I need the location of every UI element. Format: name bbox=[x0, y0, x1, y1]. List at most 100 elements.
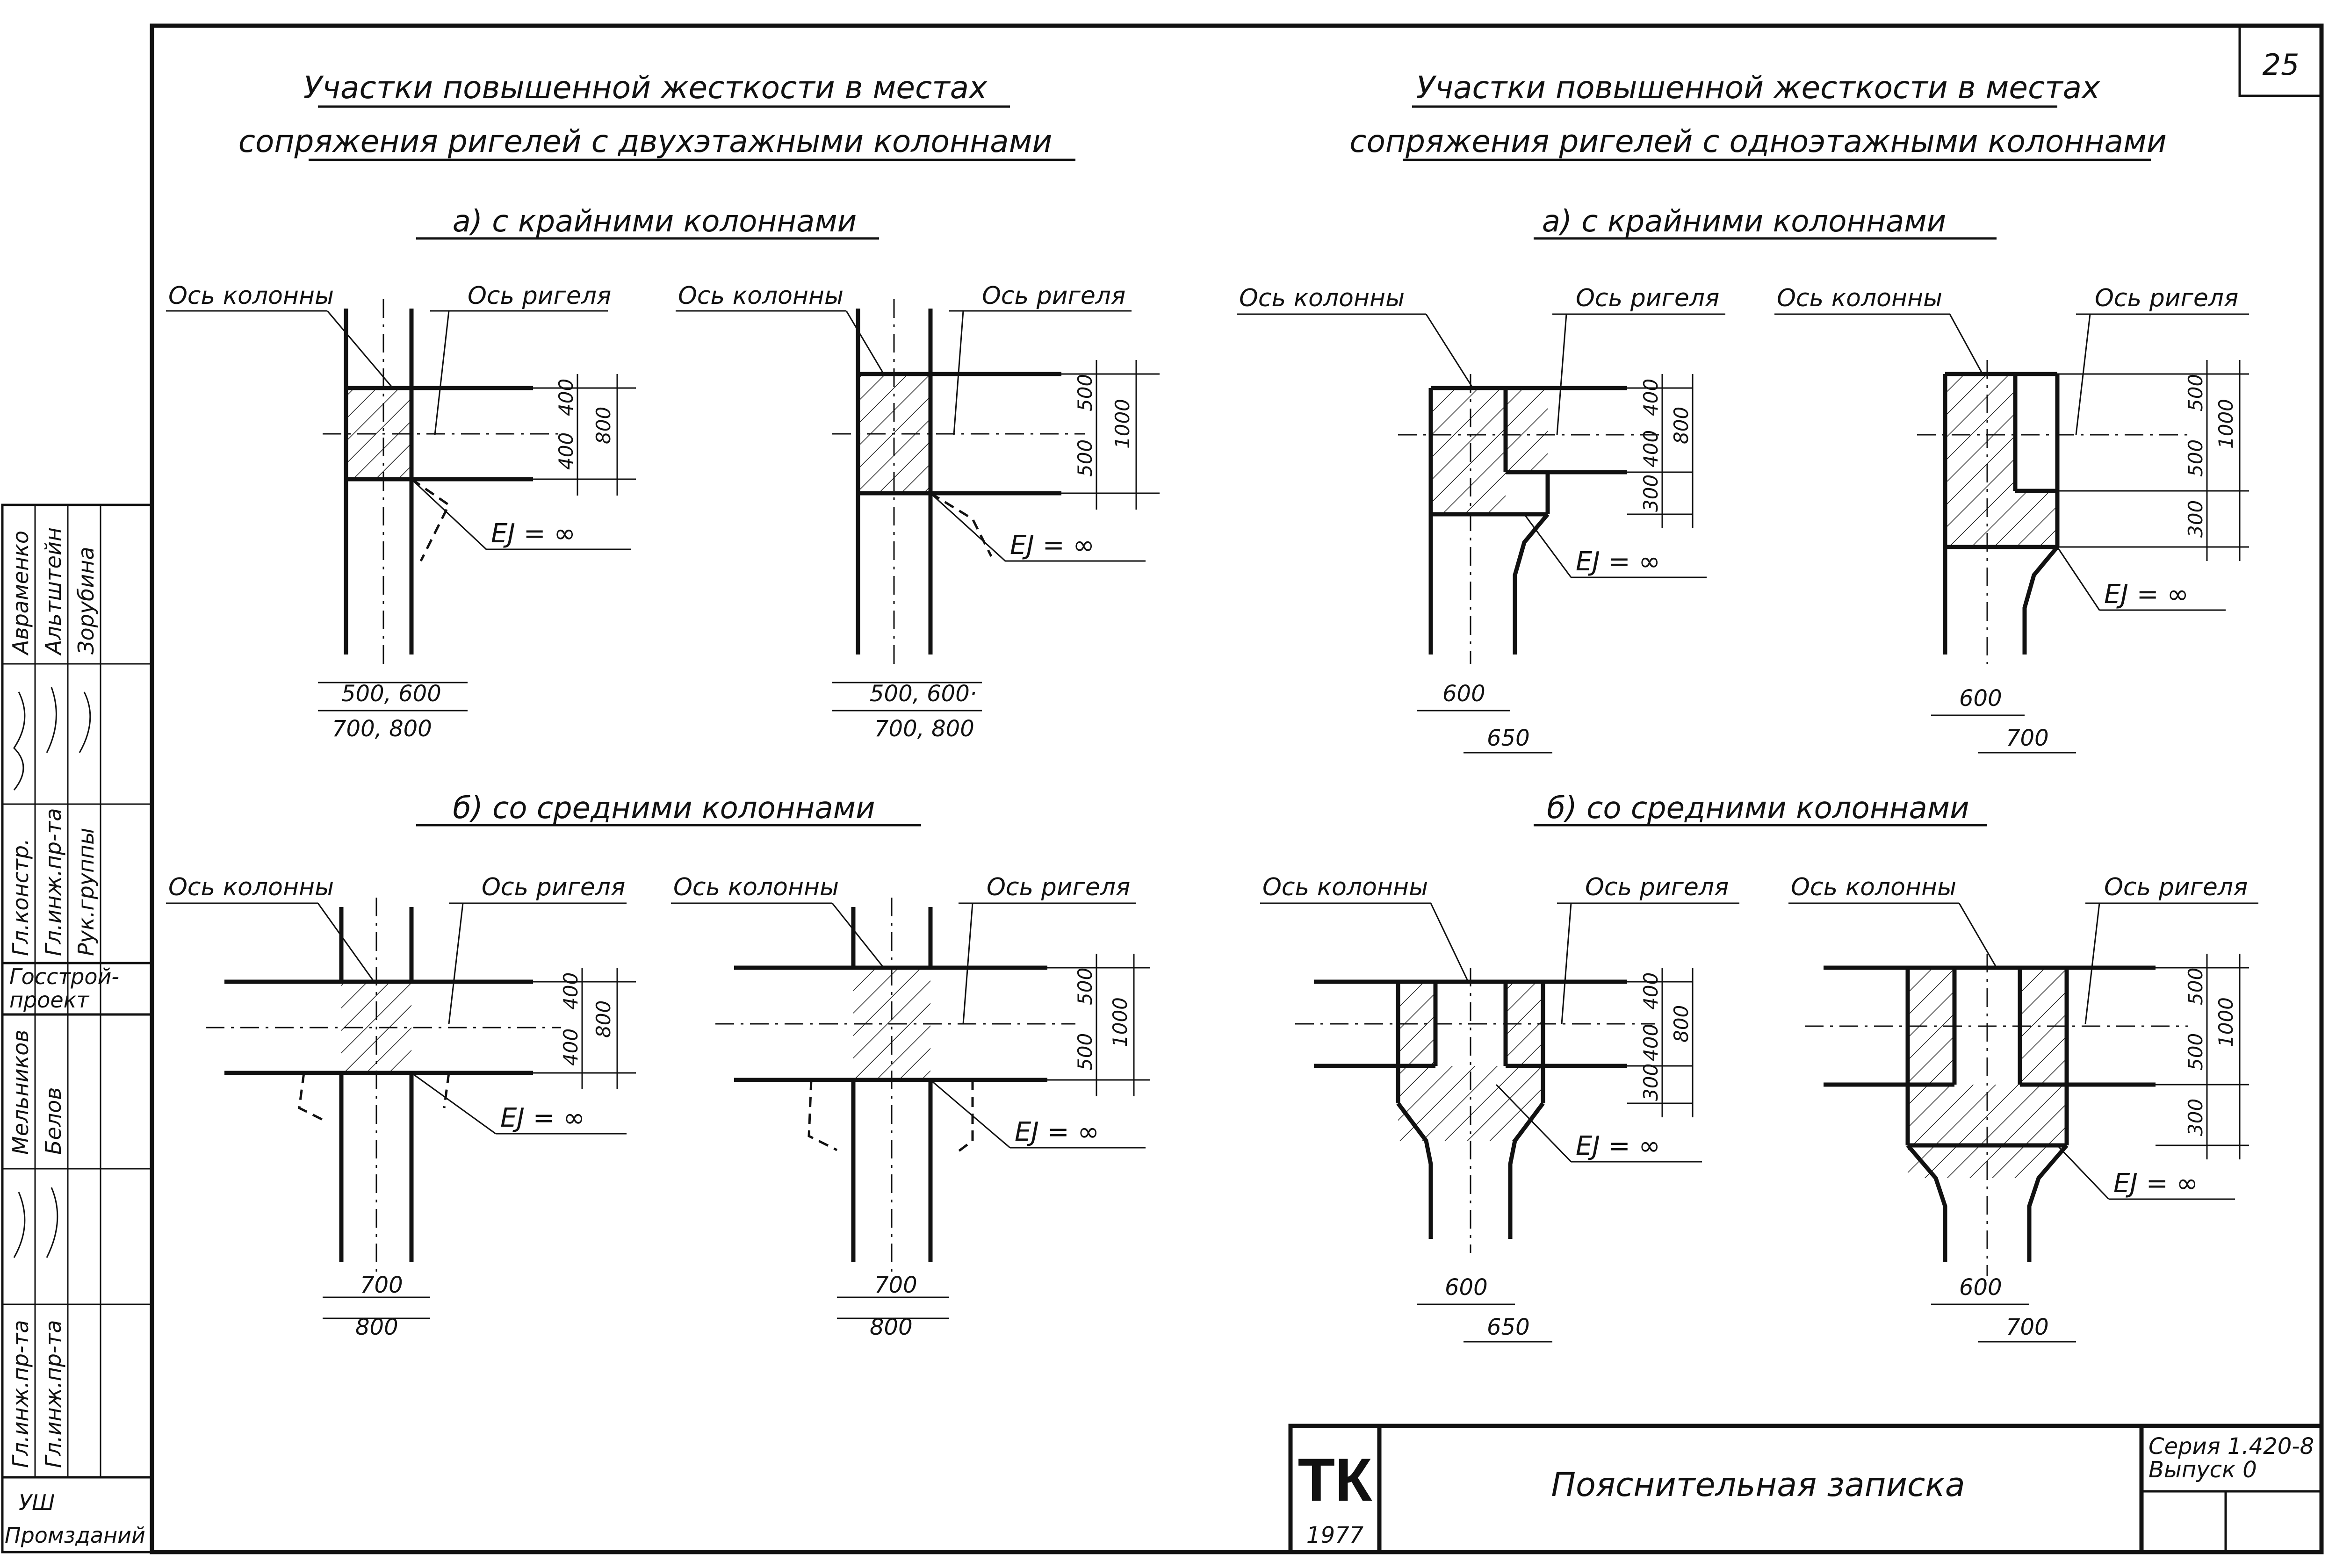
stamp-name-3: Зорубина bbox=[73, 547, 99, 655]
stamp-org-1: Госстрой- bbox=[9, 964, 119, 989]
stamp-role2-1: Гл.инж.пр-та bbox=[8, 1320, 33, 1468]
dim-1000: 1000 bbox=[2214, 997, 2237, 1047]
label-rigidity: EJ = ∞ bbox=[1576, 1131, 1660, 1161]
title-block: ТК 1977 Пояснительная записка Серия 1.42… bbox=[1288, 1424, 2324, 1554]
header-left-line1: Участки повышенной жесткости в местах bbox=[303, 70, 988, 106]
label-column-axis: Ось колонны bbox=[1791, 873, 1956, 901]
dim-1000: 1000 bbox=[2214, 399, 2237, 449]
diagram-b-left-2: Ось колонны Ось ригеля EJ = ∞ 500 500 10… bbox=[671, 873, 1150, 1340]
dim-800: 800 bbox=[1670, 1005, 1693, 1043]
label-beam-axis: Ось ригеля bbox=[2104, 873, 2248, 901]
stamp-role-1: Гл.констр. bbox=[8, 838, 33, 956]
document-title: Пояснительная записка bbox=[1551, 1466, 1965, 1504]
dim-650: 650 bbox=[1487, 1314, 1530, 1340]
dim-300: 300 bbox=[1639, 1064, 1662, 1101]
stamp-name2-2: Белов bbox=[41, 1087, 66, 1155]
stamp-name-2: Альтштейн bbox=[41, 527, 66, 656]
logo-tk: ТК bbox=[1298, 1446, 1372, 1514]
label-beam-axis: Ось ригеля bbox=[482, 873, 625, 901]
stamp-role-2: Гл.инж.пр-та bbox=[41, 808, 66, 956]
dim-800: 800 bbox=[592, 407, 615, 444]
year: 1977 bbox=[1306, 1522, 1364, 1548]
dim-600: 600 bbox=[1959, 1274, 2002, 1301]
header-right-line2: сопряжения ригелей с одноэтажными колонн… bbox=[1349, 123, 2167, 159]
dim-700: 700 bbox=[360, 1272, 403, 1298]
label-beam-axis: Ось ригеля bbox=[987, 873, 1130, 901]
dim-600: 600 bbox=[1442, 681, 1485, 707]
stamp-name-1: Авраменко bbox=[8, 531, 33, 656]
label-rigidity: EJ = ∞ bbox=[2104, 579, 2189, 610]
dim-1000: 1000 bbox=[1109, 997, 1132, 1047]
label-rigidity: EJ = ∞ bbox=[2113, 1168, 2198, 1199]
stamp-role2-2: Гл.инж.пр-та bbox=[41, 1320, 66, 1468]
label-beam-axis: Ось ригеля bbox=[2095, 284, 2238, 312]
dim-1000: 1000 bbox=[1111, 399, 1134, 449]
subhead-b-right: б) со средними колоннами bbox=[1547, 791, 1969, 826]
stamp-org-2: проект bbox=[9, 987, 90, 1013]
label-column-axis: Ось колонны bbox=[168, 873, 334, 901]
diagram-a-right-1: Ось колонны Ось ригеля EJ = ∞ 400 400 30… bbox=[1237, 284, 1725, 754]
dim-400: 400 bbox=[1639, 1024, 1662, 1061]
dim-300: 300 bbox=[1639, 475, 1662, 512]
dim-500: 500 bbox=[1074, 968, 1096, 1005]
stamp-name2-1: Мельников bbox=[8, 1029, 33, 1155]
issue: Выпуск 0 bbox=[2149, 1457, 2257, 1483]
stamp-dept-1: УШ bbox=[19, 1490, 55, 1515]
stamp-role-3: Рук.группы bbox=[73, 828, 99, 956]
dim-400: 400 bbox=[1639, 379, 1662, 416]
dim-400: 400 bbox=[555, 379, 577, 416]
dim-700: 700 bbox=[2006, 1314, 2049, 1340]
dim-width-1: 500, 600 bbox=[341, 681, 441, 707]
dim-500: 500 bbox=[1074, 374, 1096, 411]
dim-600: 600 bbox=[1959, 685, 2002, 712]
dim-width-1: 500, 600· bbox=[870, 681, 977, 707]
series: Серия 1.420-8 bbox=[2149, 1433, 2314, 1460]
label-beam-axis: Ось ригеля bbox=[982, 282, 1125, 310]
label-beam-axis: Ось ригеля bbox=[1576, 284, 1719, 312]
subhead-a-left: а) с крайними колоннами bbox=[453, 204, 857, 239]
sheet-frame bbox=[150, 23, 2324, 1554]
diagram-a-left-1: Ось колонны Ось ригеля EJ = ∞ 400 400 80… bbox=[166, 282, 636, 742]
label-rigidity: EJ = ∞ bbox=[1010, 530, 1095, 561]
dim-500: 500 bbox=[1074, 1033, 1096, 1071]
side-stamp: Авраменко Альтштейн Зорубина Гл.констр. … bbox=[1, 503, 153, 1554]
dim-500: 500 bbox=[2184, 1033, 2207, 1071]
label-beam-axis: Ось ригеля bbox=[468, 282, 611, 310]
dim-400: 400 bbox=[559, 1029, 582, 1066]
dim-800: 800 bbox=[592, 1000, 615, 1038]
dim-500: 500 bbox=[2184, 439, 2207, 477]
dim-400: 400 bbox=[1639, 430, 1662, 468]
dim-700: 700 bbox=[2006, 725, 2049, 751]
dim-650: 650 bbox=[1487, 725, 1530, 751]
dim-400: 400 bbox=[559, 972, 582, 1010]
dim-400: 400 bbox=[555, 432, 577, 470]
label-rigidity: EJ = ∞ bbox=[1015, 1117, 1099, 1147]
label-column-axis: Ось колонны bbox=[1777, 284, 1942, 312]
subhead-a-right: а) с крайними колоннами bbox=[1542, 204, 1946, 239]
header-left-line2: сопряжения ригелей с двухэтажными колонн… bbox=[238, 123, 1053, 159]
dim-800: 800 bbox=[355, 1314, 398, 1340]
dim-width-2: 700, 800 bbox=[874, 716, 974, 742]
label-rigidity: EJ = ∞ bbox=[1576, 547, 1660, 577]
diagram-a-right-2: Ось колонны Ось ригеля EJ = ∞ 500 500 30… bbox=[1774, 284, 2249, 754]
diagram-b-right-1: Ось колонны Ось ригеля EJ = ∞ 400 400 30… bbox=[1260, 873, 1739, 1343]
dim-500: 500 bbox=[2184, 968, 2207, 1005]
label-column-axis: Ось колонны bbox=[1262, 873, 1428, 901]
header-right-line1: Участки повышенной жесткости в местах bbox=[1416, 70, 2100, 106]
dim-800: 800 bbox=[1670, 407, 1693, 444]
dim-700: 700 bbox=[874, 1272, 917, 1298]
label-column-axis: Ось колонны bbox=[168, 282, 334, 310]
dim-400: 400 bbox=[1639, 972, 1662, 1010]
label-column-axis: Ось колонны bbox=[1239, 284, 1405, 312]
diagram-b-right-2: Ось колонны Ось ригеля EJ = ∞ 500 500 30… bbox=[1788, 873, 2258, 1343]
header-right: Участки повышенной жесткости в местах со… bbox=[1349, 70, 2167, 161]
stamp-dept-2: Промзданий bbox=[5, 1523, 145, 1548]
dim-300: 300 bbox=[2184, 500, 2207, 538]
dim-300: 300 bbox=[2184, 1099, 2207, 1136]
label-rigidity: EJ = ∞ bbox=[500, 1103, 585, 1133]
label-rigidity: EJ = ∞ bbox=[491, 518, 576, 549]
subhead-b-left: б) со средними колоннами bbox=[453, 791, 875, 826]
dim-width-2: 700, 800 bbox=[332, 716, 432, 742]
dim-500: 500 bbox=[2184, 374, 2207, 411]
